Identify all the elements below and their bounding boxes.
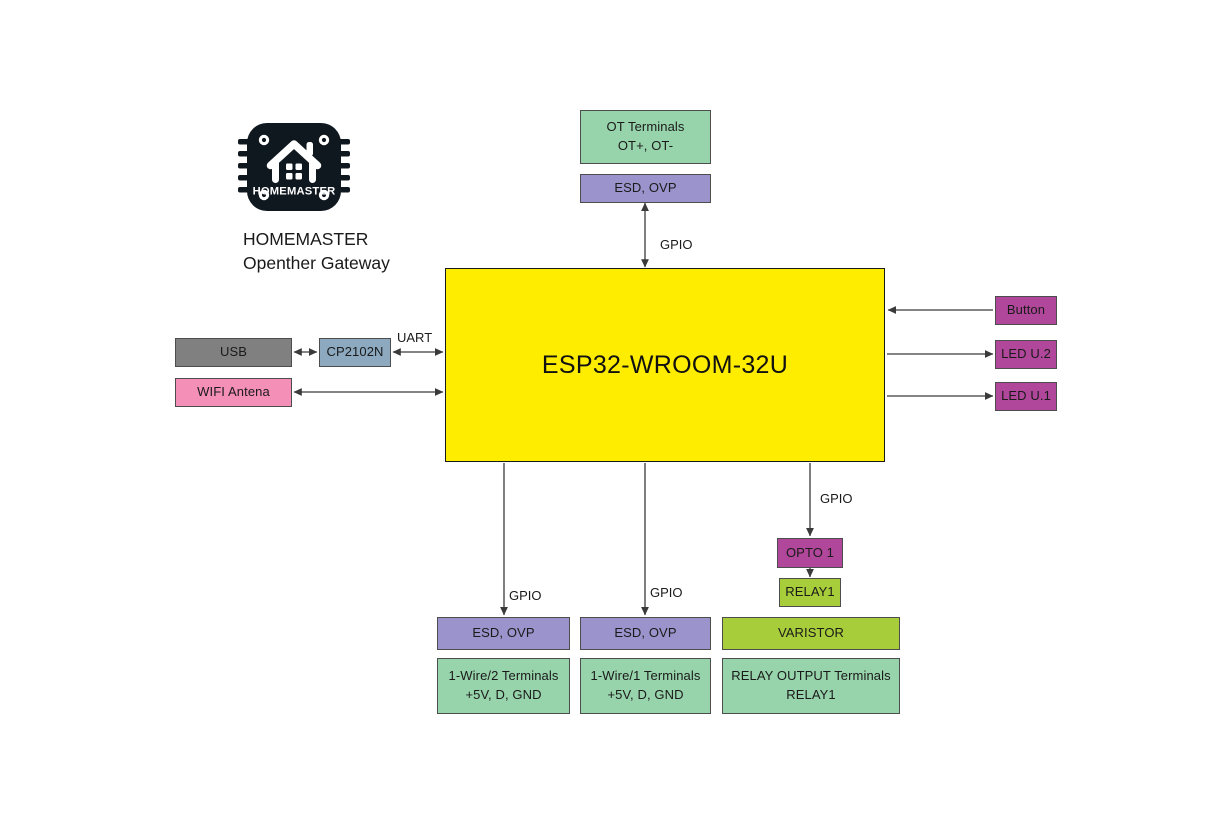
esd-ovp-left-label: ESD, OVP [472,625,535,641]
node-onewire1-terminals[interactable]: 1-Wire/1 Terminals +5V, D, GND [580,658,711,714]
wifi-antena-label: WIFI Antena [197,384,270,400]
opto1-label: OPTO 1 [785,544,835,560]
node-esp32-wroom-32u[interactable]: ESP32-WROOM-32U [445,268,885,462]
esd-ovp-mid-label: ESD, OVP [614,625,677,641]
node-ot-terminals[interactable]: OT Terminals OT+, OT- [580,110,711,164]
node-esd-ovp-top[interactable]: ESD, OVP [580,174,711,203]
logo-wordmark: HOMEMASTER [253,186,336,198]
esd-ovp-top-label: ESD, OVP [614,180,677,196]
node-led-u1[interactable]: LED U.1 [995,382,1057,411]
edge-label-gpio-onewire2: GPIO [509,588,542,603]
cp2102n-label: CP2102N [326,344,384,360]
brand-line-1: HOMEMASTER [243,229,369,249]
edge-label-uart: UART [397,330,433,345]
node-relay-output-terminals[interactable]: RELAY OUTPUT Terminals RELAY1 [722,658,900,714]
node-opto-1[interactable]: OPTO 1 [777,538,843,568]
node-led-u2[interactable]: LED U.2 [995,340,1057,369]
brand-title: HOMEMASTER Openther Gateway [243,228,503,275]
button-label: Button [1006,302,1046,318]
varistor-label: VARISTOR [777,625,845,641]
node-esd-ovp-left[interactable]: ESD, OVP [437,617,570,650]
onewire2-line-2: +5V, D, GND [465,687,542,702]
ot-terminals-line-2: OT+, OT- [617,138,674,153]
node-relay1[interactable]: RELAY1 [779,578,841,607]
node-wifi-antena[interactable]: WIFI Antena [175,378,292,407]
node-usb[interactable]: USB [175,338,292,367]
house-chip-icon: HOMEMASTER [238,123,350,211]
onewire2-line-1: 1-Wire/2 Terminals [448,668,559,684]
edge-label-gpio-top: GPIO [660,237,693,252]
led-u1-label: LED U.1 [1001,388,1051,404]
edge-label-gpio-relay: GPIO [820,491,853,506]
esp32-label: ESP32-WROOM-32U [541,350,789,379]
brand-line-2: Openther Gateway [243,252,390,273]
node-cp2102n[interactable]: CP2102N [319,338,391,367]
node-button[interactable]: Button [995,296,1057,325]
node-onewire2-terminals[interactable]: 1-Wire/2 Terminals +5V, D, GND [437,658,570,714]
node-varistor[interactable]: VARISTOR [722,617,900,650]
relay1-label: RELAY1 [785,584,835,600]
relay-output-line-2: RELAY1 [786,687,836,702]
onewire1-line-2: +5V, D, GND [607,687,684,702]
usb-label: USB [219,344,248,360]
homemaster-logo: HOMEMASTER [232,113,356,219]
led-u2-label: LED U.2 [1001,346,1051,362]
relay-output-line-1: RELAY OUTPUT Terminals [731,668,891,684]
edge-label-gpio-onewire1: GPIO [650,585,683,600]
node-esd-ovp-mid[interactable]: ESD, OVP [580,617,711,650]
onewire1-line-1: 1-Wire/1 Terminals [590,668,701,684]
ot-terminals-line-1: OT Terminals [606,119,685,135]
